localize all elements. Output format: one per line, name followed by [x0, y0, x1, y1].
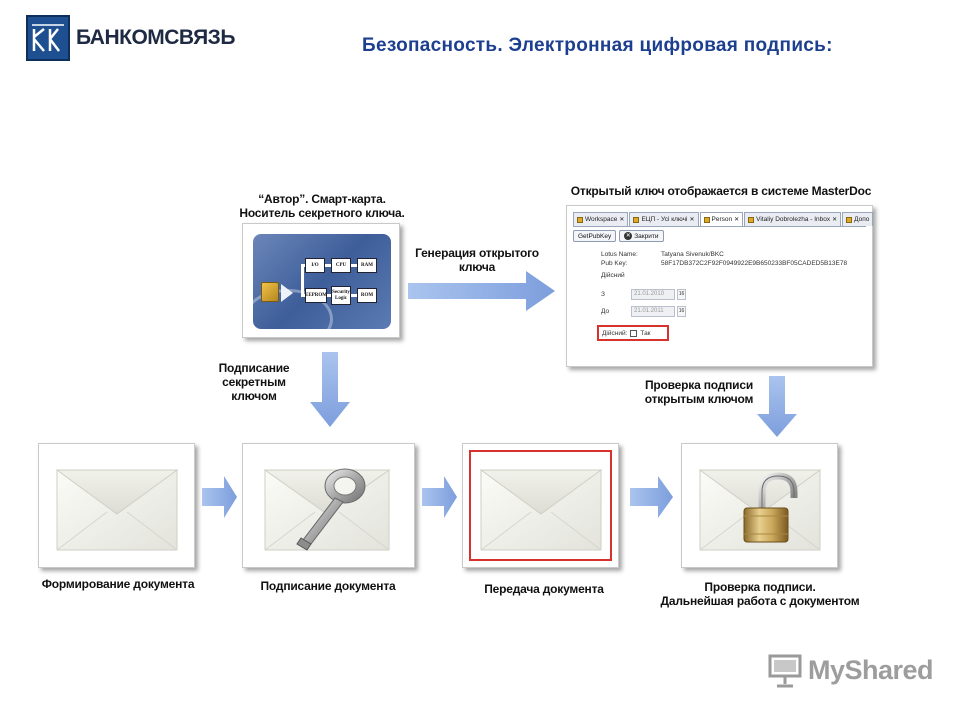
close-button-label: Закрити: [634, 232, 659, 240]
generate-key-label: Генерация открытого ключа: [410, 246, 544, 274]
document-icon: [703, 216, 710, 223]
masterdoc-toolbar: GetPubKey ✕Закрити: [573, 230, 866, 242]
padlock-icon: [743, 472, 798, 543]
tab-inbox-label: Vitaliy Dobrolezha - Inbox: [756, 216, 831, 223]
tab-person[interactable]: Person✕: [699, 212, 744, 226]
valid-section-label: Дійсний: [601, 272, 625, 279]
mail-icon: [748, 216, 755, 223]
arrow-verify-icon: [757, 376, 797, 437]
presentation-icon: [768, 654, 802, 688]
page-title: Безопасность. Электронная цифровая подпи…: [362, 35, 833, 56]
lotus-name-value: Tatyana Sivenuk/BKC: [661, 251, 724, 258]
step-verify-caption: Проверка подписи. Дальнейшая работа с до…: [652, 580, 868, 608]
block-io: I/O: [305, 258, 325, 273]
valid-check-label: Дійсний:: [602, 329, 628, 337]
pub-key-value: 58F17DB372C2F92F0949922E9B650233BF05CADE…: [661, 260, 848, 267]
watermark-text: MyShared: [808, 654, 934, 685]
valid-to-field[interactable]: 21.01.2011: [631, 305, 675, 317]
step-sign-caption: Подписание документа: [260, 579, 396, 593]
tab-person-label: Person: [711, 216, 733, 223]
lotus-name-label: Lotus Name:: [601, 251, 638, 258]
security-logic-line2: Logic: [335, 295, 347, 301]
envelope-key-icon: [263, 468, 391, 551]
tab-inbox[interactable]: Vitaliy Dobrolezha - Inbox✕: [744, 212, 842, 226]
tab-workspace-label: Workspace: [585, 216, 618, 223]
block-eeprom: EEPROM: [305, 288, 327, 303]
key-icon: [296, 468, 366, 551]
document-icon: [846, 216, 853, 223]
arrow-step3-icon: [630, 476, 673, 518]
valid-from-field[interactable]: 21.01.2010: [631, 288, 675, 300]
generate-key-label-line2: ключа: [458, 260, 496, 274]
tab-keys[interactable]: ЕЦП - Усі ключі✕: [629, 212, 699, 226]
sign-secret-key-label-line1: Подписание: [218, 361, 290, 375]
masterdoc-tabs: Workspace✕ ЕЦП - Усі ключі✕ Person✕ Vita…: [573, 212, 874, 227]
step-transfer-caption: Передача документа: [484, 582, 604, 596]
calendar-icon[interactable]: 16: [677, 288, 686, 300]
close-icon[interactable]: ✕: [832, 217, 838, 223]
step-create-caption: Формирование документа: [41, 577, 195, 591]
close-button[interactable]: ✕Закрити: [619, 230, 664, 242]
smartcard-caption: “Автор”. Смарт-карта. Носитель секретног…: [236, 192, 408, 220]
valid-checkbox-highlight: Дійсний: Так: [597, 325, 669, 341]
valid-checkbox[interactable]: [630, 329, 638, 337]
sign-secret-key-label-line2: секретным ключом: [222, 375, 286, 403]
block-cpu: CPU: [331, 258, 351, 273]
arrow-sign-icon: [310, 352, 350, 427]
arrow-icon: [281, 284, 293, 302]
close-icon[interactable]: ✕: [689, 217, 695, 223]
verify-public-key-label: Проверка подписи открытым ключом: [640, 378, 758, 406]
sign-secret-key-label: Подписание секретным ключом: [198, 361, 310, 403]
verify-public-key-label-line2: открытым ключом: [644, 392, 754, 406]
tab-more[interactable]: Допо: [842, 212, 874, 226]
block-ram: RAM: [357, 258, 377, 273]
step-create-frame: [38, 443, 195, 568]
masterdoc-form: Lotus Name: Tatyana Sivenuk/BKC Pub Key: 5…: [573, 242, 866, 341]
valid-to-label: До: [601, 307, 610, 315]
watermark: MyShared: [768, 652, 934, 688]
arrow-step1-icon: [202, 476, 237, 518]
tab-more-label: Допо: [854, 216, 870, 223]
step-verify-frame: [681, 443, 838, 568]
smartcard-frame: I/O CPU RAM EEPROM Security Logic ROM: [242, 223, 400, 338]
security-logic-line1: Security: [332, 289, 350, 295]
step-verify-caption-line2: Дальнейшая работа с документом: [660, 594, 860, 608]
step-transfer-frame: [462, 443, 619, 568]
step-verify-caption-line1: Проверка подписи.: [704, 580, 816, 594]
envelope-lock-icon: [698, 469, 822, 551]
close-icon[interactable]: ✕: [734, 217, 740, 223]
arrow-generate-icon: [408, 271, 555, 311]
tab-workspace[interactable]: Workspace✕: [573, 212, 629, 226]
close-icon[interactable]: ✕: [619, 217, 625, 223]
smartcard-image: I/O CPU RAM EEPROM Security Logic ROM: [253, 234, 391, 329]
arrow-step2-icon: [422, 476, 457, 518]
getpubkey-button[interactable]: GetPubKey: [573, 230, 617, 242]
close-circle-icon: ✕: [624, 232, 633, 240]
block-rom: ROM: [357, 288, 377, 303]
masterdoc-caption: Открытый ключ отображается в системе Mas…: [570, 184, 872, 198]
masterdoc-window: Workspace✕ ЕЦП - Усі ключі✕ Person✕ Vita…: [566, 205, 874, 367]
folder-icon: [577, 216, 583, 223]
valid-check-value: Так: [640, 329, 651, 337]
envelope-icon: [55, 469, 179, 551]
valid-from-label: З: [601, 290, 605, 298]
calendar-icon[interactable]: 16: [677, 305, 686, 317]
smartcard-caption-line2: Носитель секретного ключа.: [239, 206, 405, 220]
step-sign-frame: [242, 443, 415, 568]
verify-public-key-label-line1: Проверка подписи: [644, 378, 754, 392]
chip-icon: [261, 282, 279, 302]
generate-key-label-line1: Генерация открытого: [415, 246, 539, 260]
smartcard-caption-line1: “Автор”. Смарт-карта.: [258, 192, 386, 206]
logo-text: БАНКОМСВЯЗЬ: [76, 26, 235, 49]
tab-keys-label: ЕЦП - Усі ключі: [641, 216, 688, 223]
pub-key-label: Pub Key:: [601, 260, 628, 267]
company-logo: БАНКОМСВЯЗЬ: [26, 14, 235, 62]
bkc-logo-icon: [26, 15, 70, 61]
envelope-icon: [479, 469, 603, 551]
block-security-logic: Security Logic: [331, 286, 351, 305]
folder-icon: [633, 216, 640, 223]
